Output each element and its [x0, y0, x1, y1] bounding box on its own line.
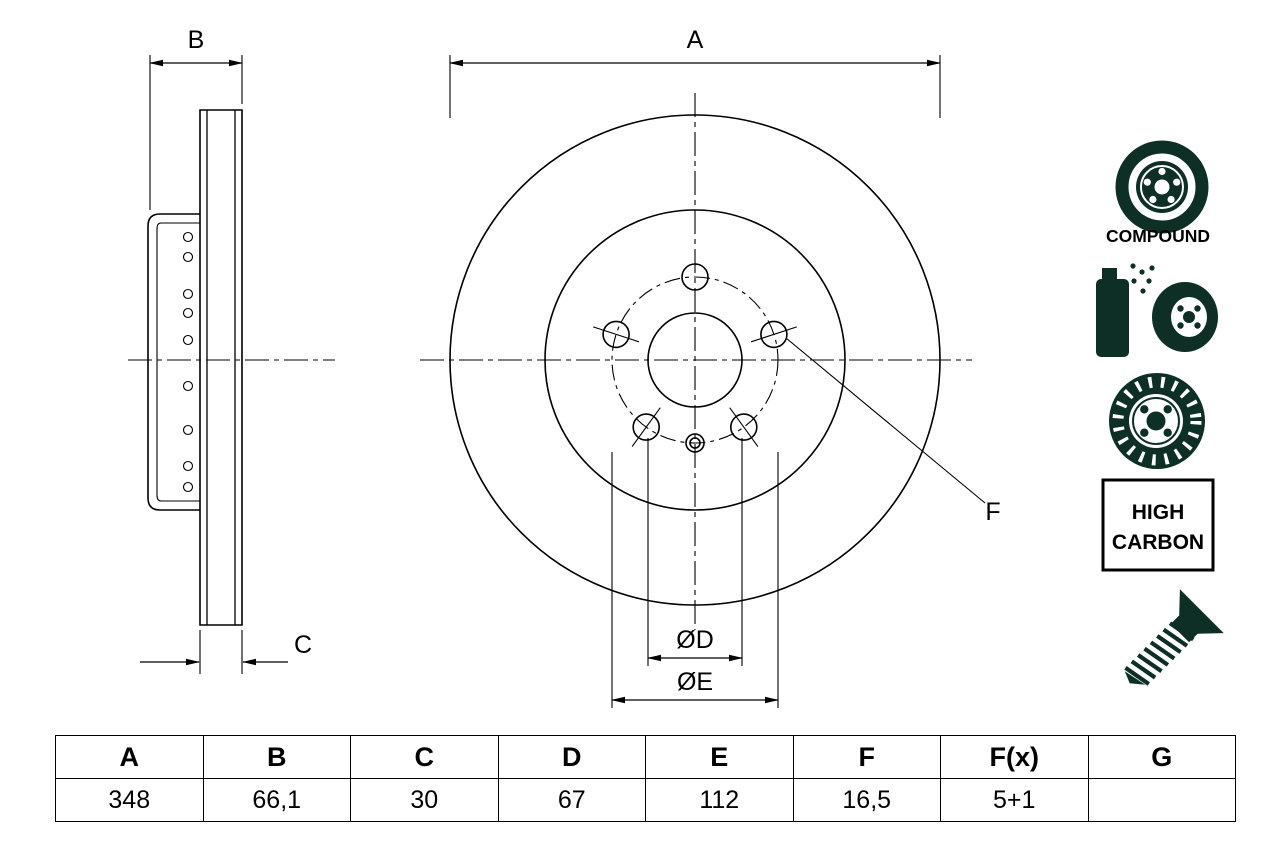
- dim-a-label: A: [687, 26, 704, 54]
- set-screw-hole: [685, 433, 705, 453]
- high-carbon-line2: CARBON: [1112, 531, 1204, 554]
- front-view: A ØD ØE F: [420, 26, 1001, 708]
- dim-e-label: ØE: [677, 668, 713, 696]
- col-header-g: G: [1087, 735, 1236, 779]
- col-header-d: D: [497, 735, 646, 779]
- col-header-b: B: [202, 735, 351, 779]
- hat-outline: [147, 213, 200, 511]
- col-header-fx: F(x): [940, 735, 1089, 779]
- dimension-d: ØD: [647, 438, 743, 666]
- value-fx: 5+1: [940, 778, 1089, 822]
- dim-b-label: B: [188, 26, 205, 54]
- dim-c-label: C: [294, 631, 312, 659]
- hat-inner-wall: [156, 222, 200, 502]
- compound-icon: [1115, 140, 1209, 234]
- dim-f-label: F: [985, 498, 1000, 526]
- col-header-c: C: [350, 735, 499, 779]
- bolt-holes: [593, 263, 797, 447]
- dimension-f-leader: F: [785, 337, 1001, 526]
- dimension-b: B: [149, 26, 243, 210]
- value-b: 66,1: [202, 778, 351, 822]
- dimension-a: A: [449, 26, 941, 118]
- dim-d-label: ØD: [676, 626, 714, 654]
- dimension-c: C: [140, 630, 312, 674]
- side-view: B C: [128, 26, 335, 674]
- value-f: 16,5: [792, 778, 941, 822]
- icon-column: COMPOUND: [1096, 140, 1224, 686]
- value-g: [1087, 778, 1236, 822]
- high-carbon-line1: HIGH: [1132, 501, 1185, 524]
- table-header-row: A B C D E F F(x) G: [55, 735, 1236, 779]
- value-e: 112: [645, 778, 794, 822]
- compound-label: COMPOUND: [1106, 226, 1210, 246]
- dimension-e: ØE: [611, 452, 779, 708]
- table-value-row: 348 66,1 30 67 112 16,5 5+1: [55, 778, 1236, 822]
- spray-coating-icon: [1096, 263, 1218, 357]
- col-header-f: F: [792, 735, 941, 779]
- screw-icon: [1124, 589, 1224, 686]
- value-c: 30: [350, 778, 499, 822]
- col-header-a: A: [55, 735, 204, 779]
- friction-ring-outline: [199, 109, 243, 626]
- col-header-e: E: [645, 735, 794, 779]
- dimension-table: A B C D E F F(x) G 348 66,1 30 67 112 16…: [55, 735, 1236, 822]
- value-a: 348: [55, 778, 204, 822]
- high-carbon-badge: HIGH CARBON: [1101, 478, 1215, 572]
- hat-bolt-holes: [182, 231, 194, 493]
- vented-disc-icon: [1109, 373, 1205, 469]
- value-d: 67: [497, 778, 646, 822]
